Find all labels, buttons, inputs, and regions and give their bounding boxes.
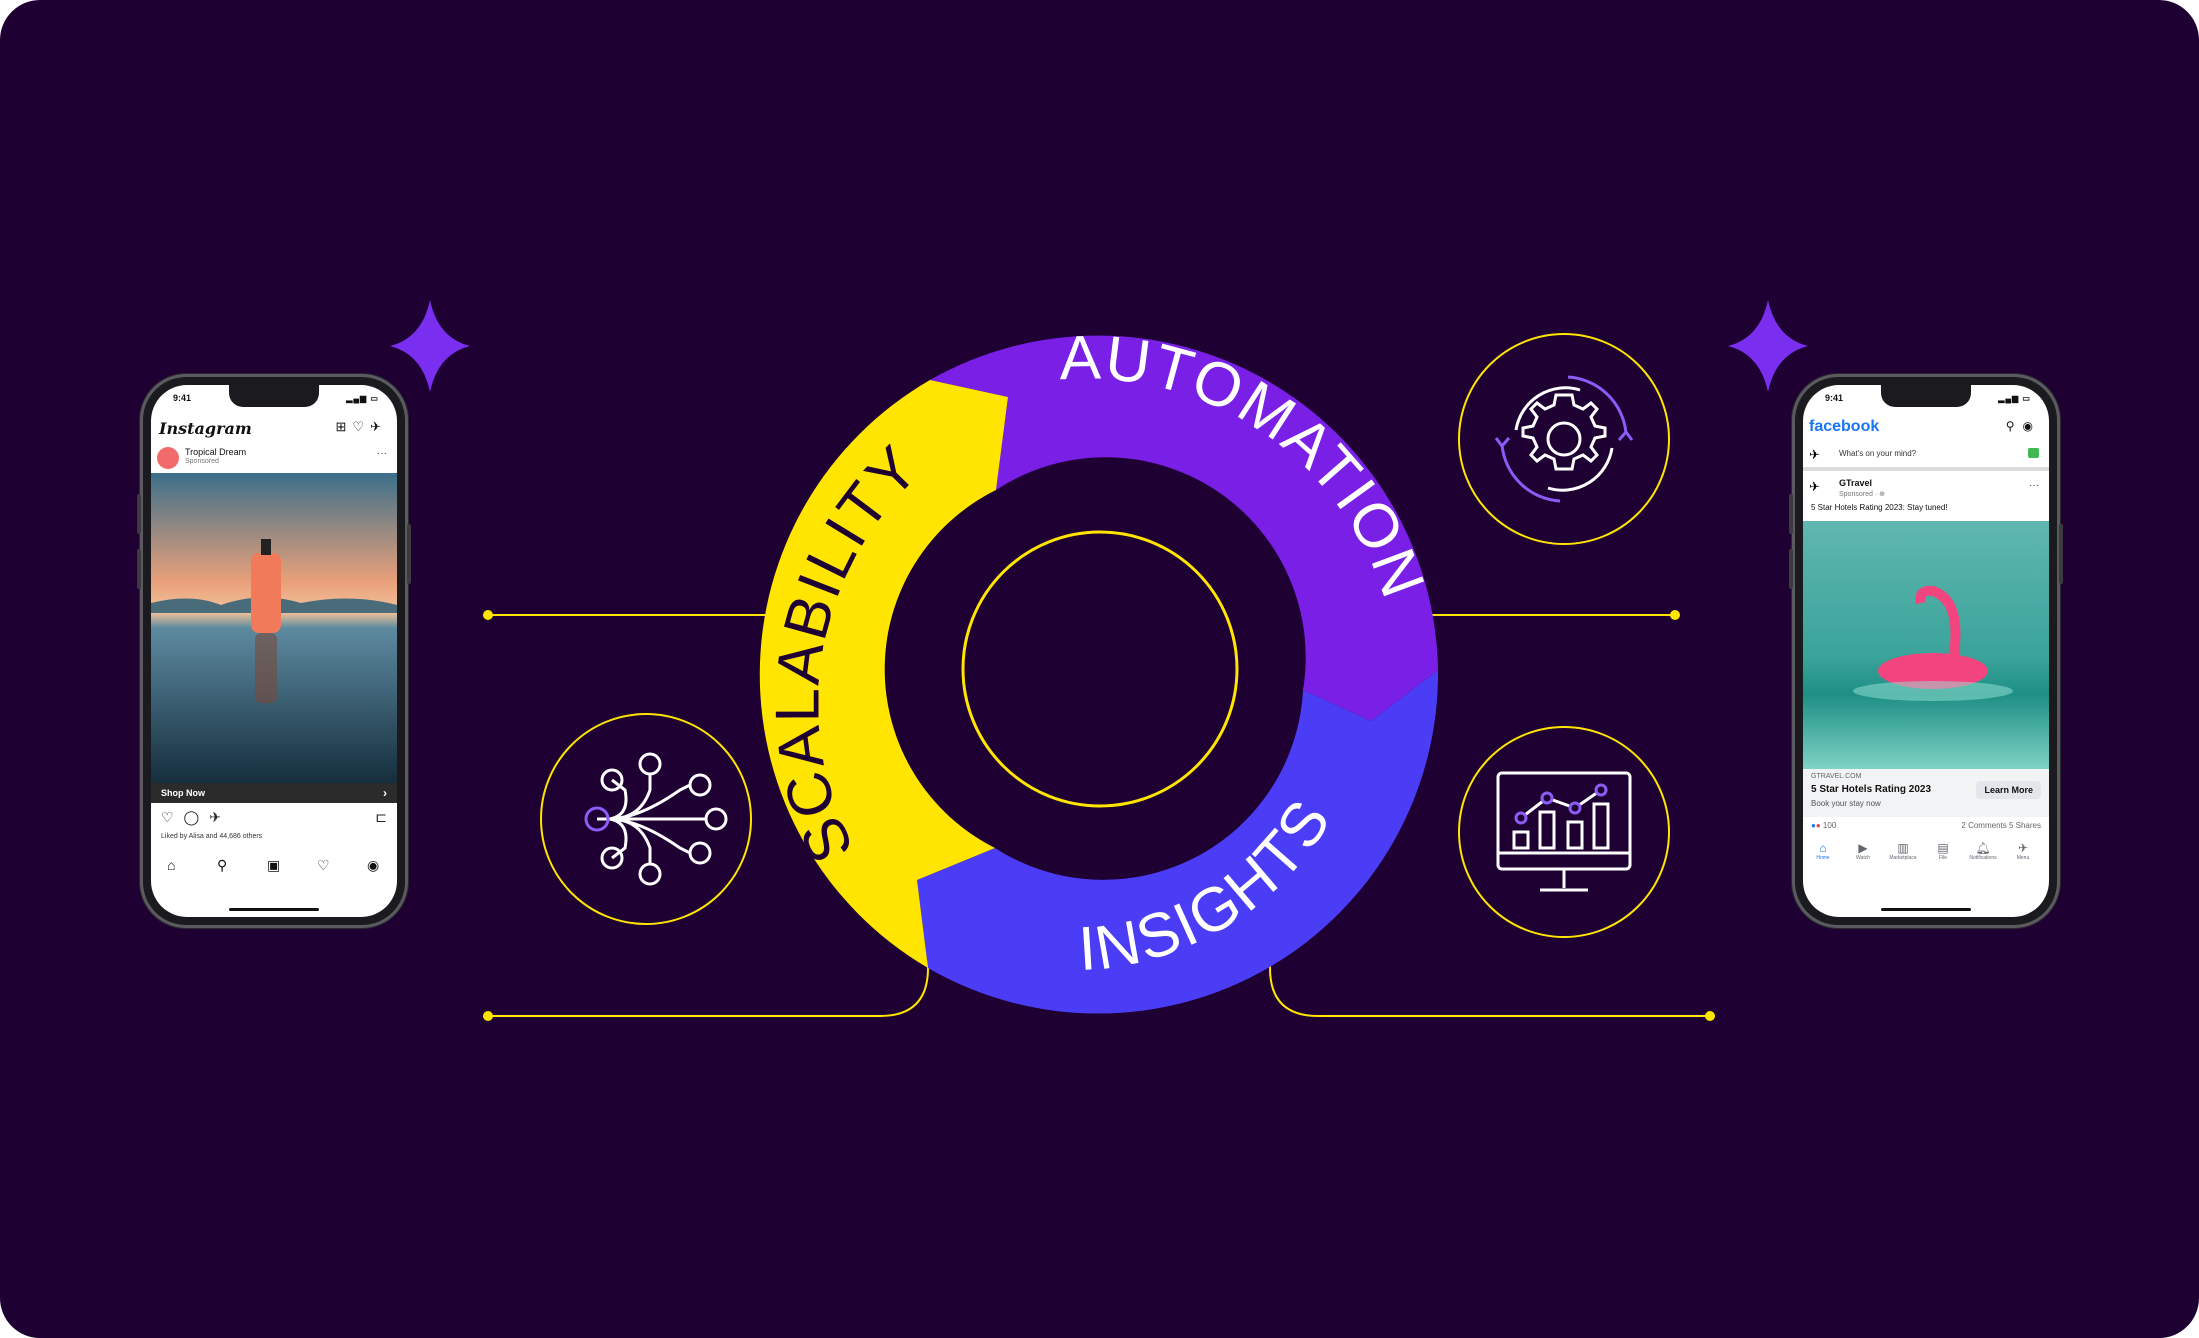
home-indicator xyxy=(1881,908,1971,911)
wheel-segment-automation xyxy=(930,335,1438,721)
home-indicator xyxy=(229,908,319,911)
sponsored-label: Sponsored · ⊕ xyxy=(1839,491,1885,498)
like-comment-share-icons[interactable]: ♡◯✈ xyxy=(161,809,231,825)
bell-icon: 🔔︎ xyxy=(1975,841,1991,855)
shop-now-bar[interactable]: Shop Now › xyxy=(151,783,397,803)
home-icon[interactable]: ⌂ xyxy=(167,857,176,873)
tab-watch[interactable]: ▶Watch xyxy=(1843,841,1883,861)
plane-icon: ✈ xyxy=(1809,447,1820,462)
learn-more-button[interactable]: Learn More xyxy=(1976,781,2041,799)
post-image xyxy=(151,473,397,783)
facebook-logo: facebook xyxy=(1809,418,1880,435)
comments-shares[interactable]: 2 Comments 5 Shares xyxy=(1961,821,2041,830)
shop-now-label: Shop Now xyxy=(161,788,205,798)
account-name[interactable]: GTravel xyxy=(1839,478,1873,488)
wheel-segment-scalability xyxy=(759,380,1008,968)
reels-icon[interactable]: ▣ xyxy=(267,857,281,873)
wheel-inner-ring xyxy=(961,530,1239,808)
account-name[interactable]: Tropical Dream xyxy=(185,447,247,457)
ad-domain: GTRAVEL.COM xyxy=(1811,773,1862,780)
sponsored-label: Sponsored xyxy=(185,458,219,465)
gear-cycle-icon xyxy=(1458,333,1670,545)
home-icon: ⌂ xyxy=(1819,841,1827,855)
avatar[interactable] xyxy=(157,447,179,469)
network-nodes-icon xyxy=(540,713,752,925)
status-time: 9:41 xyxy=(1825,393,1844,403)
instagram-phone: 9:41 ▂▄▆ ▭ Instagram ⊞♡✈ Tropical Dream … xyxy=(137,374,411,928)
tab-file[interactable]: ▤File xyxy=(1923,841,1963,861)
liked-by: Liked by Alisa and 44,686 others xyxy=(161,833,263,840)
monitor-chart-icon xyxy=(1458,726,1670,938)
notch xyxy=(1881,385,1971,407)
more-icon[interactable]: ··· xyxy=(377,448,387,459)
composer-placeholder: What's on your mind? xyxy=(1839,449,1917,458)
signal-battery-icon: ▂▄▆ ▭ xyxy=(346,394,379,403)
like-love-icon: ● xyxy=(1815,821,1821,830)
chevron-right-icon: › xyxy=(383,786,387,800)
menu-icon: ✈ xyxy=(2017,841,2029,855)
file-icon: ▤ xyxy=(1937,841,1949,855)
profile-icon[interactable]: ◉ xyxy=(367,857,380,873)
post-image xyxy=(1803,521,2049,769)
bookmark-icon[interactable]: ⊏ xyxy=(375,809,387,825)
signal-battery-icon: ▂▄▆ ▭ xyxy=(1998,394,2031,403)
ad-footer: GTRAVEL.COM 5 Star Hotels Rating 2023 Bo… xyxy=(1803,769,2049,817)
heart-icon[interactable]: ♡ xyxy=(317,857,330,873)
header-icons[interactable]: ⊞♡✈ xyxy=(335,419,387,434)
status-bar: 9:41 ▂▄▆ ▭ xyxy=(151,391,397,407)
store-icon: ▥ xyxy=(1897,841,1909,855)
facebook-screen: 9:41 ▂▄▆ ▭ facebook ⚲◉ ✈ What's on your … xyxy=(1803,385,2049,917)
photo-icon[interactable] xyxy=(2028,448,2039,458)
search-icon[interactable]: ⚲ xyxy=(217,857,228,873)
video-icon: ▶ xyxy=(1858,841,1868,855)
facebook-tab-bar: ⌂Home ▶Watch ▥Marketplace ▤File 🔔︎Notifi… xyxy=(1803,841,2049,871)
instagram-logo: Instagram xyxy=(159,419,252,438)
facebook-header: facebook ⚲◉ xyxy=(1803,415,2049,441)
tab-menu[interactable]: ✈Menu xyxy=(2003,841,2043,861)
notch xyxy=(229,385,319,407)
status-bar: 9:41 ▂▄▆ ▭ xyxy=(1803,391,2049,407)
ad-title: 5 Star Hotels Rating 2023 xyxy=(1811,784,1932,795)
post-header: Tropical Dream Sponsored ··· xyxy=(151,443,397,473)
status-time: 9:41 xyxy=(173,393,192,403)
post-caption: 5 Star Hotels Rating 2023: Stay tuned! xyxy=(1811,503,1948,512)
reactions-row: ●● 100 2 Comments 5 Shares xyxy=(1811,821,2041,835)
connector-lines xyxy=(488,614,1710,1017)
sparkle-icon xyxy=(390,300,470,392)
sparkle-icon xyxy=(1728,300,1808,392)
instagram-tab-bar: ⌂ ⚲ ▣ ♡ ◉ xyxy=(151,855,397,879)
wheel-segment-insights xyxy=(917,670,1439,1014)
post-actions: ♡◯✈ ⊏ xyxy=(161,809,387,829)
post-header: ✈ GTravel Sponsored · ⊕ ··· 5 Star Hotel… xyxy=(1803,475,2049,515)
instagram-header: Instagram ⊞♡✈ xyxy=(151,415,397,441)
tab-marketplace[interactable]: ▥Marketplace xyxy=(1883,841,1923,861)
instagram-screen: 9:41 ▂▄▆ ▭ Instagram ⊞♡✈ Tropical Dream … xyxy=(151,385,397,917)
reaction-count[interactable]: ●● 100 xyxy=(1811,821,1837,830)
tab-home[interactable]: ⌂Home xyxy=(1803,841,1843,861)
ad-subtitle: Book your stay now xyxy=(1811,799,1881,808)
more-icon[interactable]: ··· xyxy=(2029,480,2039,491)
facebook-phone: 9:41 ▂▄▆ ▭ facebook ⚲◉ ✈ What's on your … xyxy=(1789,374,2063,928)
connector-dots xyxy=(483,610,1715,1021)
tab-notifications[interactable]: 🔔︎Notifications xyxy=(1963,841,2003,861)
status-composer[interactable]: ✈ What's on your mind? xyxy=(1803,443,2049,471)
plane-icon: ✈ xyxy=(1809,479,1820,494)
like-love-icon: ● xyxy=(1811,821,1816,830)
search-messenger-icons[interactable]: ⚲◉ xyxy=(2005,419,2041,433)
